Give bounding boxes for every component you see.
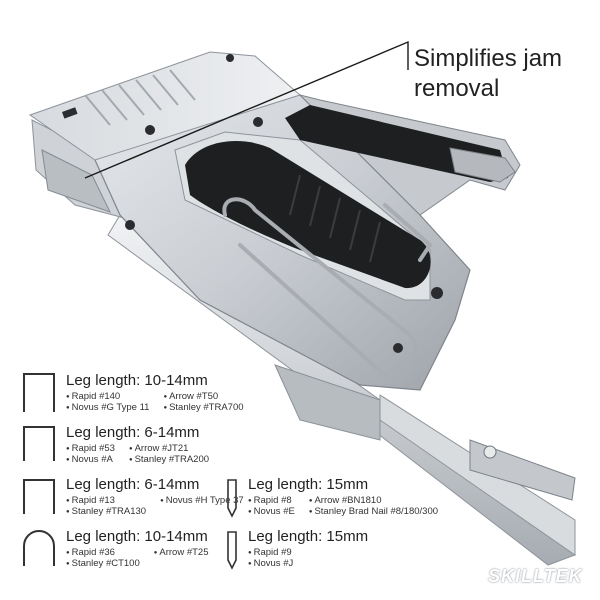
- brand-item: Novus #A: [66, 454, 115, 465]
- spec-block-6: Leg length: 15mm Rapid #9 Novus #J: [248, 528, 368, 569]
- lever-handle: [285, 94, 521, 216]
- narrow-staple-icon: [23, 426, 55, 461]
- leg-length-title: Leg length: 10-14mm: [66, 372, 208, 389]
- brand-item: Arrow #JT21: [129, 443, 209, 454]
- leg-length-title: Leg length: 6-14mm: [66, 424, 200, 441]
- leg-length-title: Leg length: 15mm: [248, 476, 369, 493]
- brand-item: Rapid #140: [66, 391, 149, 402]
- brand-item: Stanley #TRA130: [66, 506, 146, 517]
- brand-item: Novus #J: [248, 558, 368, 569]
- brad-nail-icon: [227, 531, 237, 570]
- brand-item: Rapid #36: [66, 547, 140, 558]
- brand-item: Stanley #TRA200: [129, 454, 209, 465]
- callout-line: [84, 40, 409, 179]
- brand-item: Novus #G Type 11: [66, 402, 150, 413]
- brand-item: Rapid #9: [248, 547, 368, 558]
- brand-item: Rapid #53: [66, 443, 115, 454]
- spec-block-4: Leg length: 15mm Rapid #8 Arrow #BN1810 …: [248, 476, 438, 517]
- leg-length-title: Leg length: 6-14mm: [66, 476, 200, 493]
- brand-item: Stanley #CT100: [66, 558, 140, 569]
- brand-item: Novus #H Type 37: [160, 495, 244, 506]
- square-staple-icon: [23, 373, 55, 412]
- spec-block-1: Leg length: 10-14mm Rapid #140 Arrow #T5…: [66, 372, 244, 413]
- brand-item: Novus #E: [248, 506, 295, 517]
- wire-latch: [222, 197, 433, 383]
- callout-line-1: Simplifies jam: [414, 45, 563, 72]
- grip-pad: [185, 141, 431, 289]
- brand-item: Stanley #TRA700: [163, 402, 243, 413]
- spec-block-5: Leg length: 10-14mm Rapid #36 Arrow #T25…: [66, 528, 208, 569]
- spec-block-2: Leg length: 6-14mm Rapid #53 Arrow #JT21…: [66, 424, 209, 465]
- brand-item: Arrow #T25: [154, 547, 208, 558]
- lower-bracket: [274, 364, 381, 441]
- spec-block-3: Leg length: 6-14mm Rapid #13 Novus #H Ty…: [66, 476, 244, 517]
- brand-item: Rapid #8: [248, 495, 295, 506]
- round-staple-icon: [23, 530, 55, 566]
- brand-item: Stanley Brad Nail #8/180/300: [309, 506, 438, 517]
- leg-length-title: Leg length: 10-14mm: [66, 528, 208, 545]
- callout-text: Simplifies jam removal: [414, 44, 562, 104]
- brand-item: Arrow #BN1810: [309, 495, 438, 506]
- brand-item: Arrow #T50: [163, 391, 243, 402]
- leg-length-title: Leg length: 15mm: [248, 528, 369, 545]
- narrow-staple-icon: [23, 479, 55, 514]
- brand-logo: SKILLTEK: [488, 566, 583, 586]
- callout-line-2: removal: [414, 75, 500, 102]
- brad-nail-icon: [227, 479, 237, 518]
- brand-item: Rapid #13: [66, 495, 146, 506]
